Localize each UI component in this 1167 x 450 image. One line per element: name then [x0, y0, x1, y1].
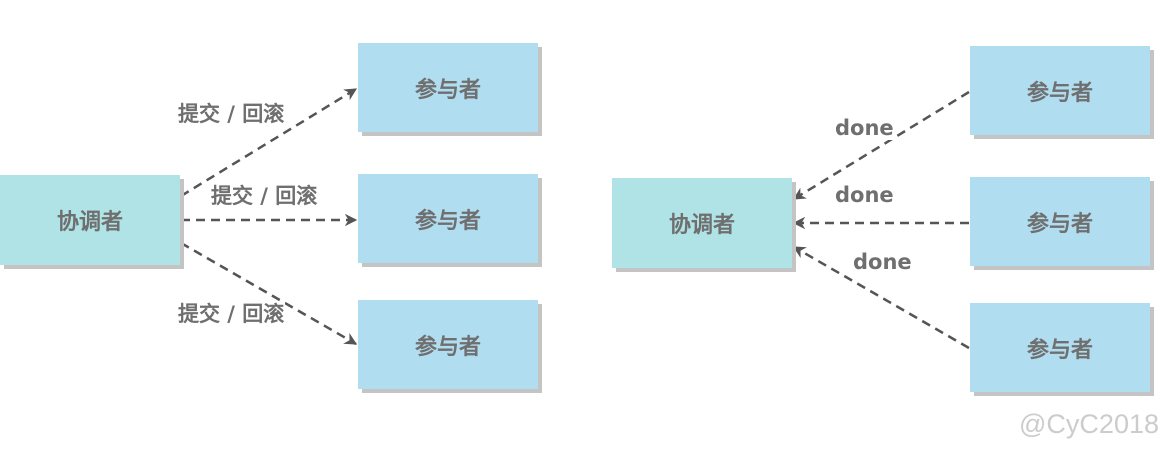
- right-participant-label-3: 参与者: [1026, 337, 1093, 363]
- left-participant-node-3: 参与者: [358, 300, 538, 389]
- right-coordinator-label: 协调者: [668, 213, 735, 238]
- edge-right-1: [792, 90, 970, 201]
- right-participant-node-1: 参与者: [970, 46, 1150, 135]
- left-participant-label-3: 参与者: [414, 334, 481, 360]
- left-coordinator-label: 协调者: [56, 210, 123, 235]
- right-edge-label-2: done: [834, 183, 895, 207]
- right-edge-label-1: done: [834, 116, 895, 140]
- edge-right-3: [792, 245, 970, 350]
- right-coordinator-node: 协调者: [612, 178, 792, 268]
- right-edge-label-3: done: [852, 250, 913, 274]
- left-participant-node-2: 参与者: [358, 174, 538, 263]
- right-participant-node-3: 参与者: [970, 303, 1150, 392]
- left-participant-label-2: 参与者: [414, 208, 481, 234]
- left-participant-node-1: 参与者: [358, 43, 538, 132]
- left-edge-label-1: 提交 / 回滚: [177, 102, 286, 126]
- right-participant-label-1: 参与者: [1026, 80, 1093, 106]
- left-participant-label-1: 参与者: [414, 77, 481, 103]
- right-participant-label-2: 参与者: [1026, 211, 1093, 237]
- edge-left-3: [180, 241, 358, 346]
- left-coordinator-node: 协调者: [0, 175, 180, 265]
- left-edge-label-3: 提交 / 回滚: [177, 302, 286, 326]
- right-participant-node-2: 参与者: [970, 177, 1150, 266]
- watermark: @CyC2018: [1019, 409, 1159, 439]
- edge-left-1: [180, 87, 358, 198]
- left-edge-label-2: 提交 / 回滚: [210, 184, 319, 208]
